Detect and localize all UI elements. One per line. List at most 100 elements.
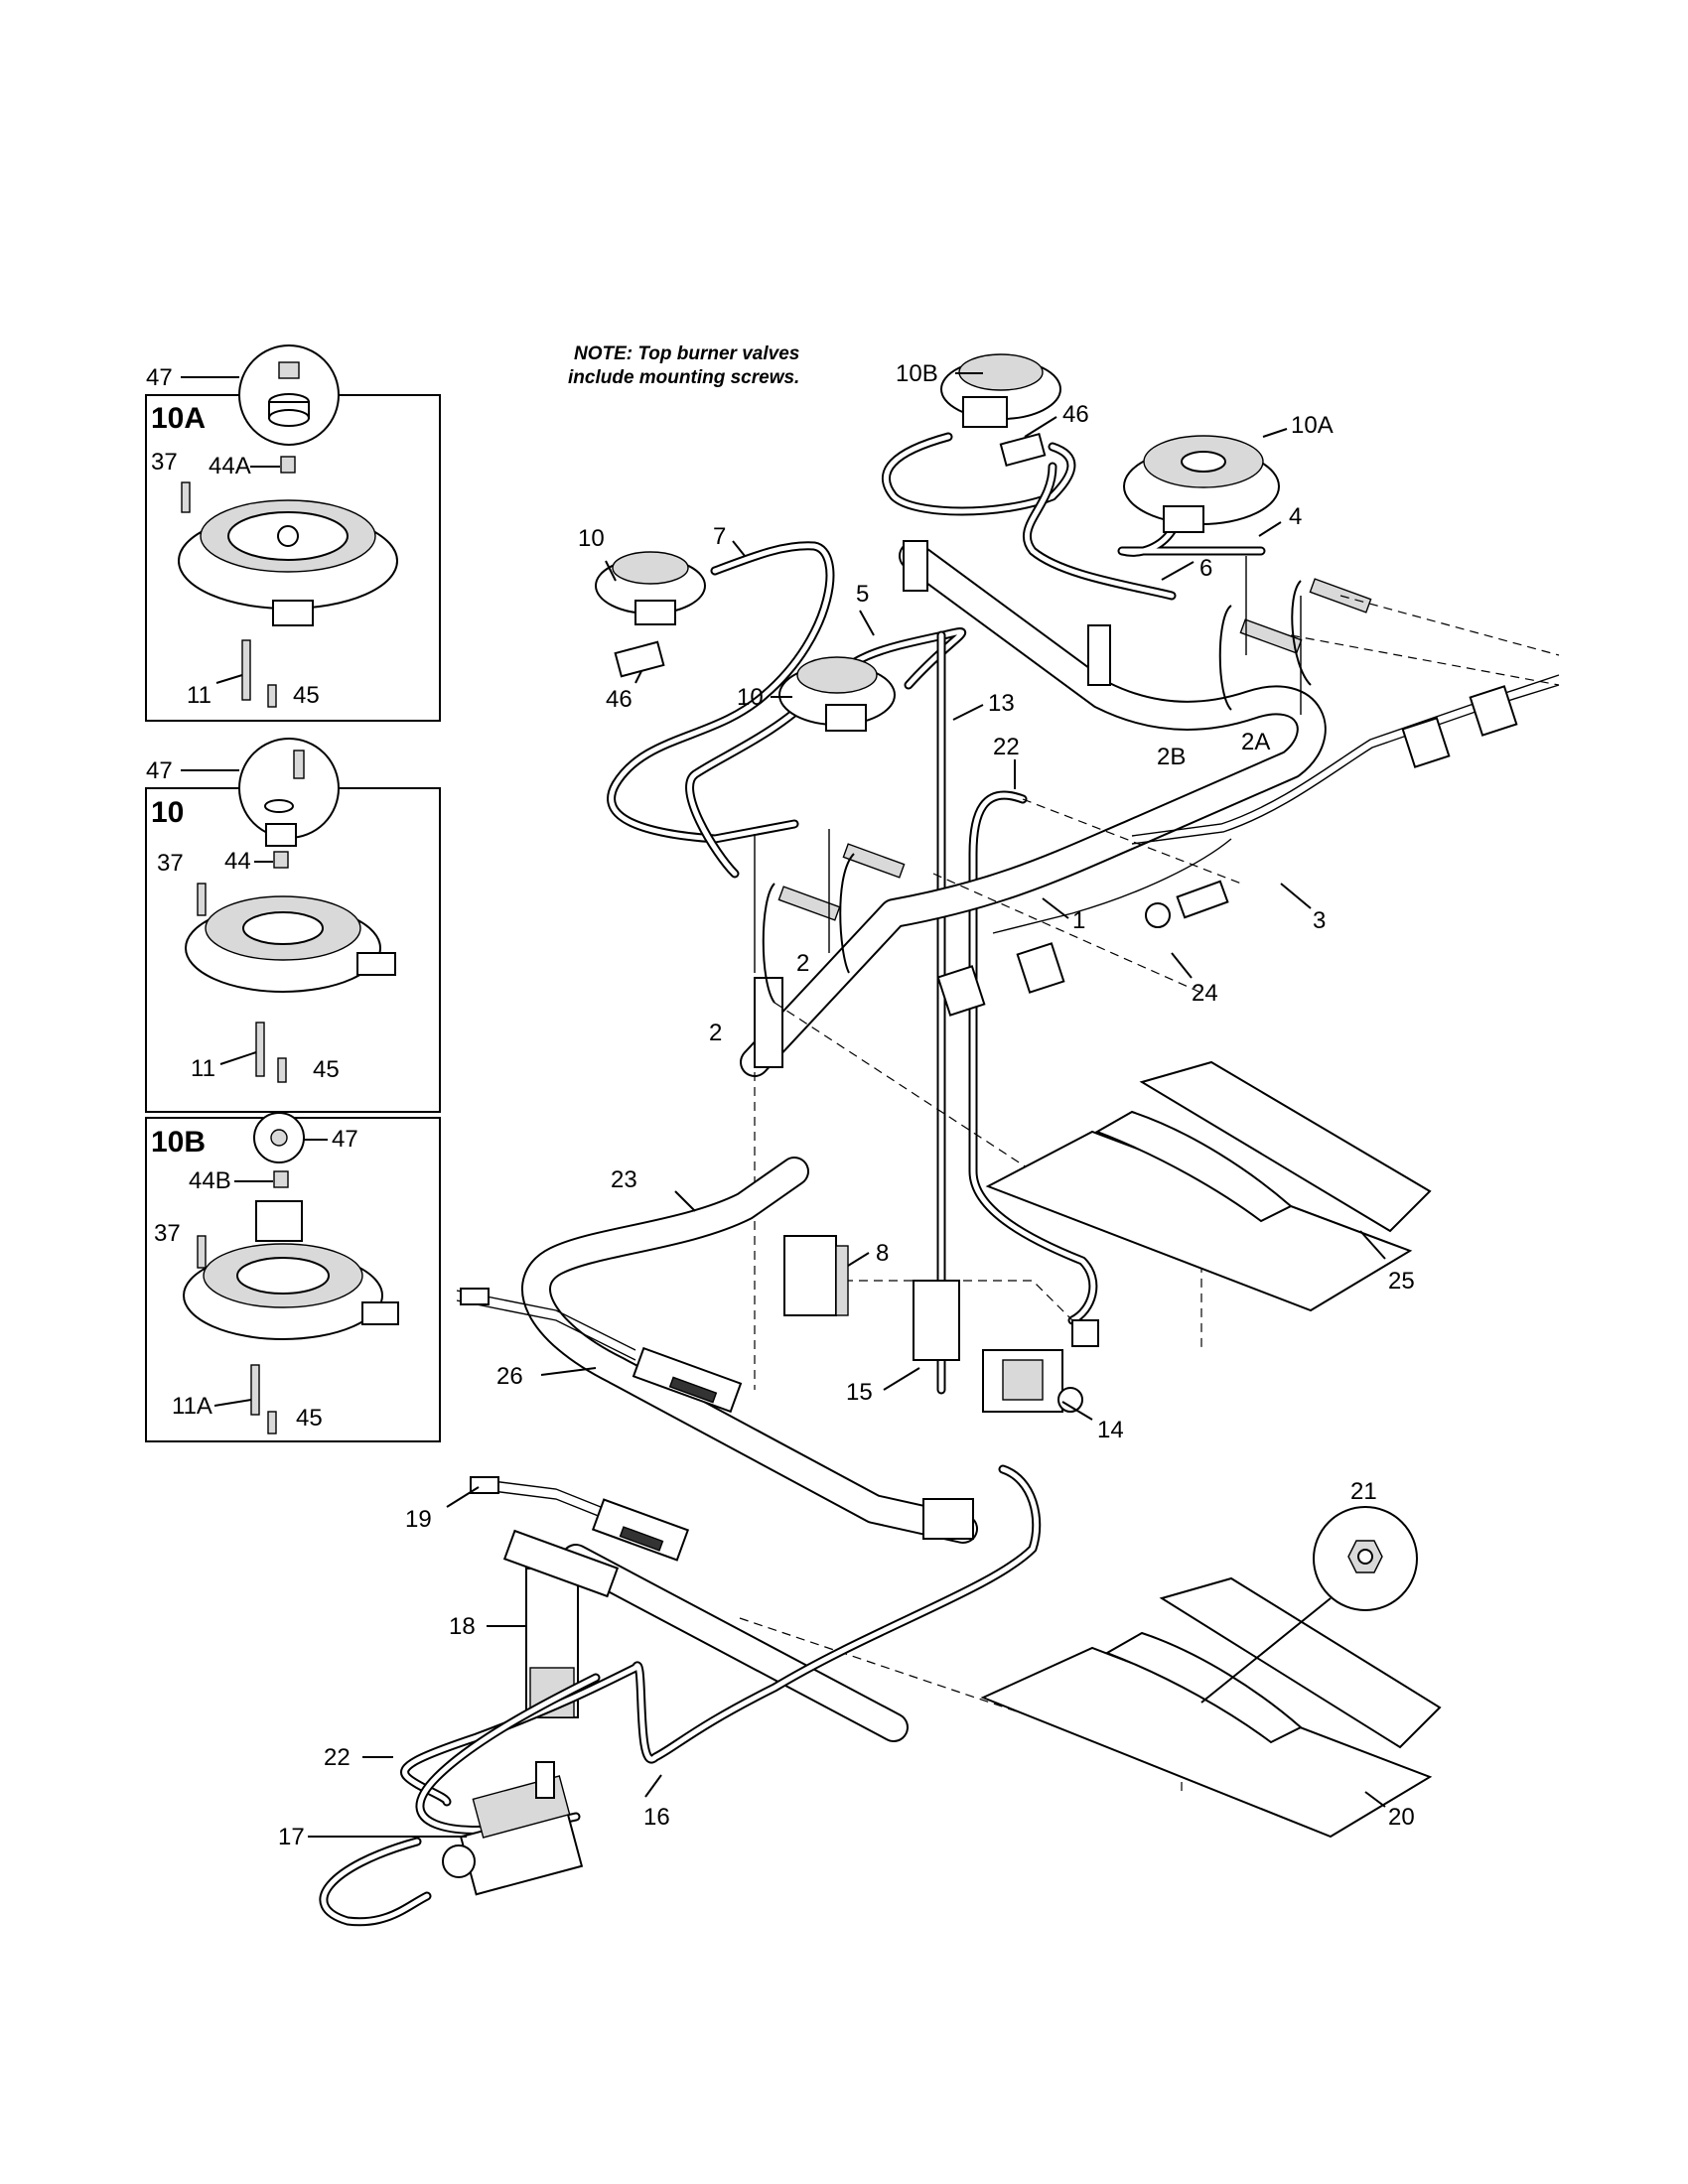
callout-labels: 10B 46 10A 4 6 7 10 5 10 46 13 22 2B 2A … [278,360,1415,1850]
burner-port [361,1301,399,1325]
bracket-plate [999,432,1047,468]
callout-7: 7 [713,523,726,550]
leader-8 [847,1252,870,1267]
harness-wire-a [1131,674,1560,837]
bracket-15 [913,1280,960,1361]
burner-cap [264,799,294,813]
callout-19: 19 [405,1506,432,1533]
electrode-11 [255,1022,265,1077]
igniter-wire [456,1290,636,1361]
heat-shield-25 [985,1060,1432,1312]
burner-10-head [612,551,689,585]
label-37: 37 [157,850,184,877]
label-11: 11 [191,1055,215,1082]
screw-37 [181,481,191,513]
cap-screw [278,361,300,379]
leader-23 [674,1190,696,1212]
callout-2b: 2B [1157,744,1186,770]
leader-16 [644,1774,662,1798]
leader-19 [446,1486,480,1508]
harness-wire-c [992,838,1232,934]
label-47: 47 [146,757,173,784]
callout-15: 15 [846,1379,873,1406]
leader-3 [1280,883,1312,909]
callout-5: 5 [856,581,869,608]
top-burner-10-left [595,551,706,625]
igniter-element [591,1498,690,1562]
manifold-pipe [740,540,1327,1077]
burner-10a-port [1163,505,1204,533]
callout-2a: 2A [1241,729,1270,755]
leader-5 [859,610,875,636]
harness-wire-b [1131,684,1560,845]
label-11a: 11A [172,1393,212,1420]
callout-2-left: 2 [709,1020,722,1046]
spacer [255,1200,303,1242]
tube-10b-loop-inner [883,434,1074,514]
leader-4 [1258,521,1282,537]
manifold-bracket [754,977,783,1068]
inset-box-10: 10 47 44 37 11 45 [145,738,441,1113]
manifold-bracket-right [1087,624,1111,686]
burner-10b-port [962,396,1008,428]
tube-6-inner [1024,464,1175,599]
bake-burner-bracket [922,1498,974,1540]
inset-title: 10A [151,402,206,435]
bake-burner-tube-inner [523,1159,976,1542]
callout-10a: 10A [1291,412,1334,439]
valve-braces [762,580,1312,1004]
burner-center [277,525,299,547]
burner-10-port [825,704,867,732]
inset-title: 10B [151,1126,206,1159]
inset-title: 10 [151,796,184,829]
orifice-44 [273,851,289,869]
leader-7 [732,540,746,557]
regulator-14 [982,1319,1099,1413]
callout-26: 26 [496,1363,523,1390]
label-45: 45 [296,1405,323,1432]
burner-10-head [796,656,878,694]
valve-port [442,1844,476,1878]
label-44b: 44B [189,1167,231,1194]
note-line-1: NOTE: Top burner valves [574,343,799,364]
callout-25: 25 [1388,1268,1415,1295]
leader-14 [1061,1401,1093,1421]
label-45: 45 [293,682,320,709]
top-burner-10b [940,353,1061,428]
tube-7-inner [609,543,833,842]
bracket-46-left [614,640,665,678]
label-44a: 44A [209,453,251,479]
bracket-plate [913,1280,960,1361]
broil-burner-tube-inner [563,1546,907,1740]
regulator-face [1002,1359,1044,1401]
callout-17: 17 [278,1824,305,1850]
screw-37 [197,1235,207,1269]
leader-21-detail [1200,1597,1332,1704]
leader-25 [1359,1230,1386,1260]
leader-11a [213,1399,252,1407]
screw-45 [267,684,277,708]
screw-45 [267,1411,277,1434]
label-45: 45 [313,1056,340,1083]
gas-tubes-upper [607,432,1266,1395]
spark-module-8 [783,1235,849,1316]
bracket-plate [614,640,665,678]
inset-box-10a: 10A 47 44A 37 11 45 [145,344,441,722]
fitting-24-nut [1145,902,1171,928]
shield-plate [980,1646,1433,1839]
top-burner-10a [1123,435,1280,533]
switch-block [936,965,986,1017]
callout-10b: 10B [896,360,938,387]
igniter-19 [470,1476,690,1562]
callout-10-mid: 10 [737,684,764,711]
igniter-26 [456,1288,743,1414]
callout-1: 1 [1072,907,1085,934]
broil-burner-bracket [502,1529,620,1598]
callout-46-left: 46 [606,686,633,713]
harness-3 [936,674,1560,1017]
label-37: 37 [154,1220,181,1247]
electrode-11a [250,1364,260,1416]
valve-screws [754,556,1302,973]
callout-6: 6 [1199,555,1212,582]
regulator-knob [1057,1387,1083,1413]
